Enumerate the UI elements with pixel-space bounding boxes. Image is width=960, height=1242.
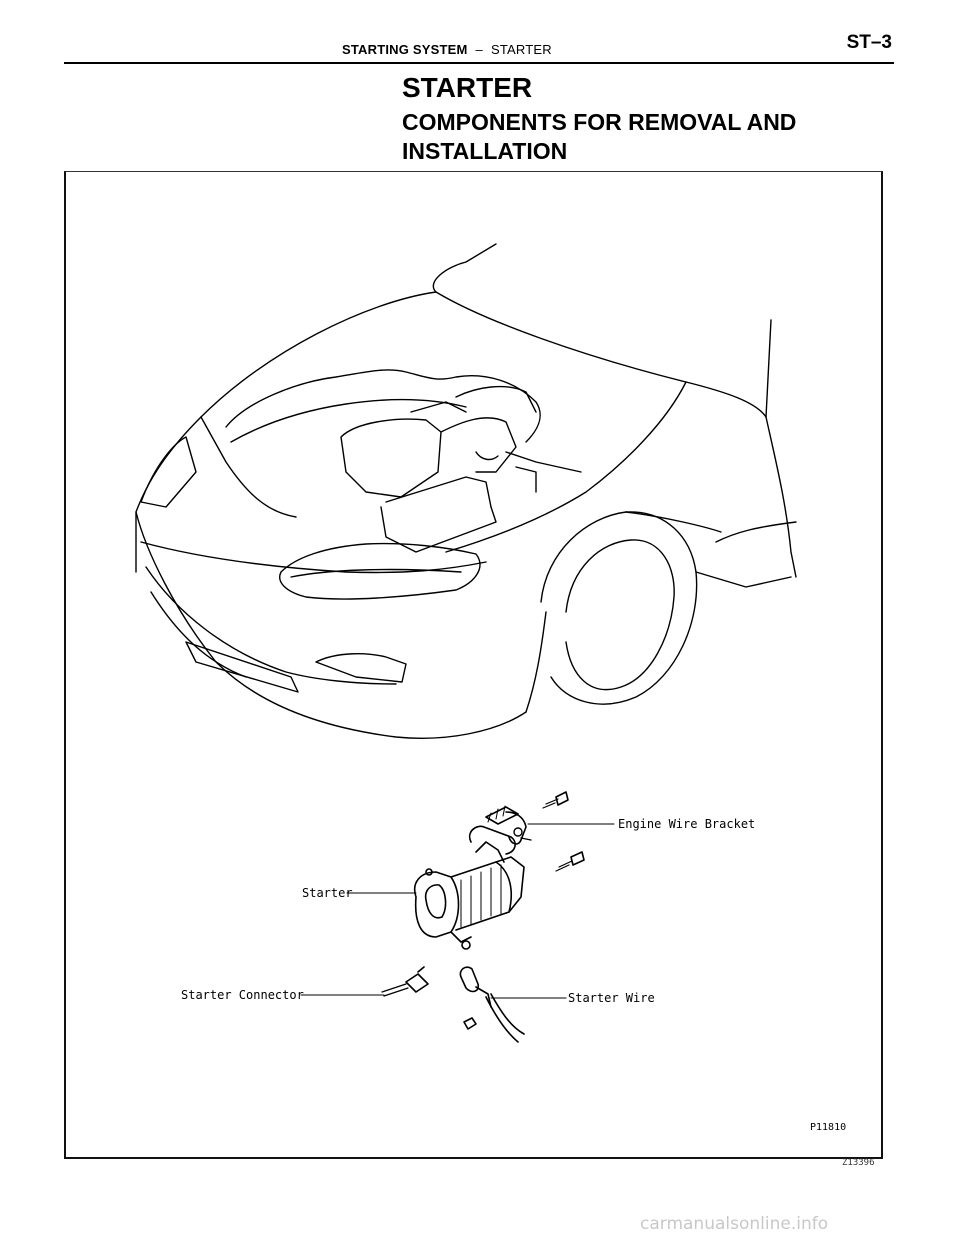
engine-wire-bracket-illustration (485, 791, 585, 872)
headlight (279, 542, 481, 600)
figure-code: P11810 (810, 1122, 847, 1133)
page-subtitle: COMPONENTS FOR REMOVAL AND INSTALLATION (402, 109, 797, 164)
watermark-text: carmanualsonline.info (640, 1214, 829, 1234)
page-title: STARTER (402, 72, 533, 103)
label-starter: Starter (302, 886, 353, 900)
starter-wire-illustration (459, 966, 525, 1043)
section-name: STARTING SYSTEM (342, 42, 468, 57)
engine-bay (225, 369, 541, 443)
hood-outline (200, 291, 767, 418)
section-title: STARTING SYSTEM–STARTER (342, 42, 552, 57)
car-illustration (135, 243, 797, 1043)
front-bumper (135, 511, 527, 739)
label-engine-wire-bracket: Engine Wire Bracket (618, 817, 756, 831)
subsection-name: STARTER (490, 42, 552, 57)
label-starter-connector: Starter Connector (181, 988, 304, 1002)
starter-illustration (414, 825, 525, 950)
label-starter-wire: Starter Wire (568, 991, 655, 1005)
starter-connector-illustration (381, 966, 429, 997)
component-figure: Engine Wire Bracket Starter Starter Conn… (64, 171, 883, 1159)
fender (765, 416, 797, 578)
page-number: ST–3 (846, 32, 892, 53)
page-header: STARTING SYSTEM–STARTER ST–3 (64, 30, 894, 64)
section-separator: – (475, 42, 483, 57)
leader-lines (300, 823, 615, 999)
corner-code: Z13396 (842, 1158, 875, 1168)
